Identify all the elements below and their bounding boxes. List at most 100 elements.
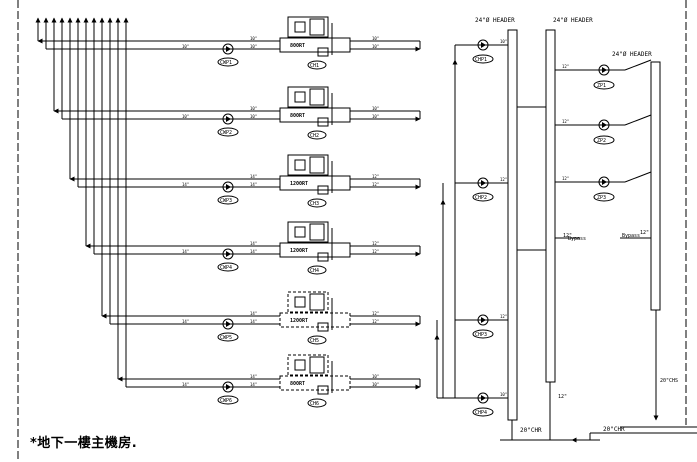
pump-tag	[593, 80, 615, 90]
pump-arrow-icon	[226, 116, 231, 122]
chiller-body	[279, 107, 351, 123]
chiller-tag	[307, 60, 327, 70]
pump-arrow-icon	[481, 317, 486, 323]
bottom-size: 12"	[558, 394, 567, 400]
pump-icon	[222, 381, 234, 393]
cw-pump-label: CWP5	[220, 335, 232, 341]
pipe-size-label: 14"	[250, 182, 257, 187]
pump-arrow-icon	[602, 179, 607, 185]
chiller-box	[317, 385, 329, 395]
pump-arrow-icon	[481, 395, 486, 401]
chw-pump-label: CHP3	[475, 332, 487, 338]
pump-arrow-icon	[226, 184, 231, 190]
chiller-tag	[307, 265, 327, 275]
pump-arrow-icon	[226, 251, 231, 257]
chiller-model: 1200RT	[290, 248, 308, 254]
pipe-size-label: 14"	[250, 249, 257, 254]
header-2-label: 24"Ø HEADER	[553, 17, 593, 24]
pump-icon	[222, 318, 234, 330]
pipe-size-label: 10"	[372, 114, 379, 119]
pump-icon	[222, 181, 234, 193]
chiller-label: CH3	[310, 201, 319, 207]
pump-icon	[598, 176, 610, 188]
pump-icon	[222, 248, 234, 260]
cw-pump-label: CWP6	[220, 398, 232, 404]
chw-pump-label: CHP4	[475, 410, 487, 416]
chiller-panel	[309, 18, 325, 36]
chiller-panel	[309, 223, 325, 241]
pump-arrow-icon	[226, 321, 231, 327]
chiller-body	[279, 312, 351, 328]
pipe-size-label: 10"	[500, 39, 507, 44]
chw-line	[624, 171, 652, 183]
pump-tag	[217, 57, 239, 67]
chiller-motor	[294, 226, 306, 238]
chiller-tag	[307, 130, 327, 140]
chiller-compressor	[287, 291, 329, 313]
zone-pump-zp3: ZP3 12"	[562, 171, 652, 202]
chiller-label: CH1	[310, 63, 319, 69]
chiller-model: 1200RT	[290, 181, 308, 187]
chiller-rows: CWP110"10"10"800RTCH110"10"CWP210"10"10"…	[37, 16, 421, 408]
cw-pump-label: CWP3	[220, 198, 232, 204]
pump-tag	[217, 195, 239, 205]
pump-tag	[217, 262, 239, 272]
pump-icon	[598, 64, 610, 76]
pipe-size-label: 12"	[372, 182, 379, 187]
chiller-label: CH5	[310, 338, 319, 344]
pipe-size-label: 12"	[372, 241, 379, 246]
pipe-size-label: 14"	[182, 319, 189, 324]
pump-arrow-icon	[481, 180, 486, 186]
chw-pump-chp3: CHP3 12"	[455, 314, 508, 339]
pipe-size-label: 12"	[372, 249, 379, 254]
chiller-box	[317, 185, 329, 195]
pump-arrow-icon	[226, 46, 231, 52]
chiller-model: 800RT	[290, 381, 305, 387]
pump-tag	[217, 395, 239, 405]
chw-pump-chp1: CHP1 10"	[455, 39, 508, 64]
page-title: *地下一樓主機房.	[30, 436, 138, 451]
chiller-motor	[294, 359, 306, 371]
pump-icon	[222, 113, 234, 125]
pipe-size-label: 14"	[182, 249, 189, 254]
chw-pumps: CHP1 10" CHP2 12"CHP3 12" CHP4 10"	[455, 39, 508, 417]
pipe-size-label: 12"	[562, 176, 569, 181]
pipe-size-label: 10"	[250, 44, 257, 49]
chiller-tag	[307, 398, 327, 408]
chr-mid-label: 20"CHR	[603, 426, 625, 433]
chiller-motor	[294, 21, 306, 33]
pump-icon	[477, 39, 489, 51]
pipe-size-label: 12"	[500, 314, 507, 319]
chiller-compressor	[287, 86, 329, 108]
cw-pump-label: CWP1	[220, 60, 232, 66]
pipe-size-label: 10"	[372, 36, 379, 41]
pump-tag	[472, 54, 494, 64]
pump-arrow-icon	[226, 384, 231, 390]
chw-pump-label: CHP2	[475, 195, 487, 201]
chw-pump-label: CHP1	[475, 57, 487, 63]
pipe-size-label: 14"	[250, 319, 257, 324]
pipe-size-label: 12"	[562, 64, 569, 69]
pump-icon	[477, 392, 489, 404]
pipe-size-label: 10"	[372, 106, 379, 111]
chiller-tag	[307, 335, 327, 345]
chiller-box	[317, 322, 329, 332]
bypass-size: 12"	[563, 233, 572, 239]
zone-pump-label: ZP3	[597, 195, 606, 201]
chiller-label: CH2	[310, 133, 319, 139]
chiller-body	[279, 375, 351, 391]
pipe-size-label: 12"	[372, 311, 379, 316]
pipe-size-label: 12"	[372, 174, 379, 179]
chiller-model: 800RT	[290, 113, 305, 119]
chiller-motor	[294, 159, 306, 171]
pipe-size-label: 10"	[182, 114, 189, 119]
pump-tag	[593, 192, 615, 202]
chw-line	[624, 114, 652, 126]
